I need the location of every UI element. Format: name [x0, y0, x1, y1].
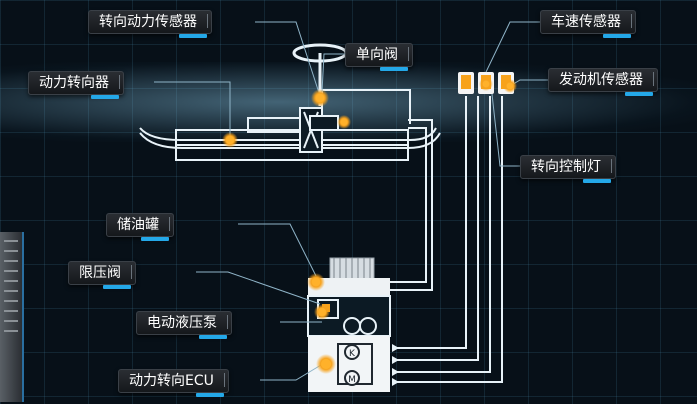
steering-gear-body — [139, 107, 441, 161]
label-power-steering-ecu: 动力转向ECU — [118, 369, 229, 397]
label-text: 动力转向器 — [39, 75, 109, 91]
label-text: 发动机传感器 — [559, 72, 643, 88]
label-text: 限压阀 — [79, 265, 121, 281]
label-power-steering-gear: 动力转向器 — [28, 71, 124, 99]
label-text: 储油罐 — [117, 217, 159, 233]
signal-arrows — [392, 344, 399, 386]
label-speed-sensor: 车速传感器 — [540, 10, 636, 38]
label-text: 单向阀 — [356, 47, 398, 63]
pump-symbol-m: M — [348, 375, 356, 385]
label-text: 电动液压泵 — [147, 315, 217, 331]
side-panel-edge — [0, 232, 24, 402]
label-engine-sensor: 发动机传感器 — [548, 68, 658, 96]
signal-lines — [392, 96, 503, 383]
label-text: 车速传感器 — [551, 14, 621, 30]
label-steering-power-sensor: 转向动力传感器 — [88, 10, 212, 38]
pump-symbol-k: K — [349, 349, 356, 359]
label-check-valve: 单向阀 — [345, 43, 413, 71]
leader-lines — [154, 21, 548, 381]
highlight-dots — [222, 77, 517, 374]
label-text: 动力转向ECU — [129, 373, 214, 389]
label-electric-hydraulic-pump: 电动液压泵 — [136, 311, 232, 339]
label-text: 转向控制灯 — [531, 159, 601, 175]
label-pressure-relief-valve: 限压阀 — [68, 261, 136, 289]
pump-unit: K M — [307, 257, 391, 392]
label-oil-reservoir: 储油罐 — [106, 213, 174, 241]
label-text: 转向动力传感器 — [99, 14, 197, 30]
label-steering-indicator: 转向控制灯 — [520, 155, 616, 183]
